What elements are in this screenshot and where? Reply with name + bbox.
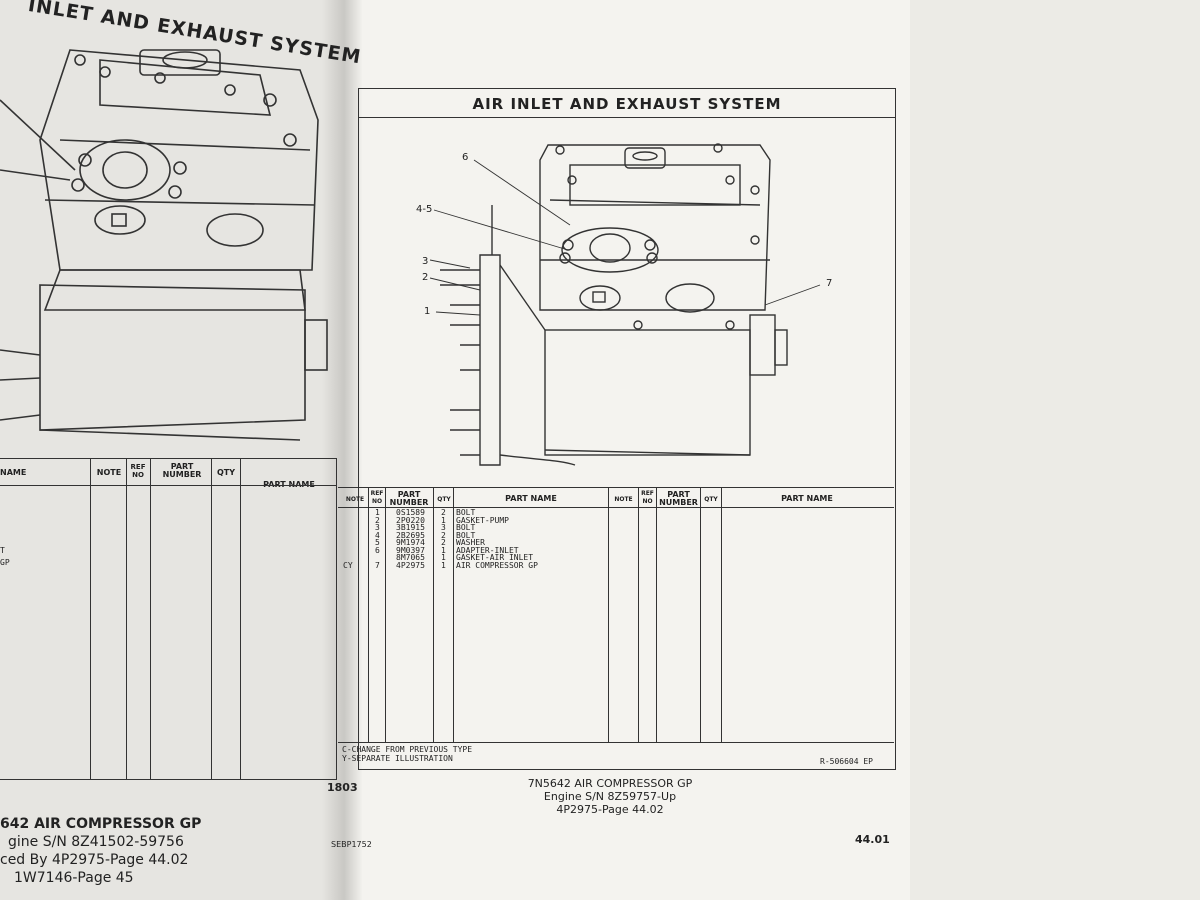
air-compressor-illustration [429, 143, 821, 466]
right-footer: 7N5642 AIR COMPRESSOR GP Engine S/N 8Z59… [470, 777, 750, 816]
col-ref-1: REF NO [370, 490, 384, 505]
left-col-qty: QTY [216, 468, 236, 477]
doc-id: SEBP1752 [331, 840, 372, 849]
table-row: 8M7065 1 GASKET-AIR INLET [396, 553, 534, 562]
left-col-ref: REF NO [130, 463, 146, 479]
callout-2: 2 [422, 272, 429, 283]
table-row: 5 9M1974 2 WASHER [375, 538, 485, 547]
col-part-name-2: PART NAME [781, 494, 833, 503]
left-footer-line2: gine S/N 8Z41502-59756 [8, 834, 184, 850]
left-footer-line1: 642 AIR COMPRESSOR GP [0, 816, 202, 832]
col-qty-1: QTY [437, 496, 451, 503]
left-col-part-number: PART NUMBER [162, 462, 202, 479]
table-row: 2 2P0220 1 GASKET-PUMP [375, 515, 509, 525]
left-parts-table: NAME NOTE REF NO PART NUMBER QTY PART NA… [0, 458, 337, 780]
table-row: CY 7 4P2975 1 AIR COMPRESSOR GP [343, 560, 538, 570]
legend-separate: Y-SEPARATE ILLUSTRATION [342, 754, 453, 763]
legend-change: C-CHANGE FROM PREVIOUS TYPE [342, 745, 473, 754]
callout-3: 3 [422, 256, 429, 267]
col-note-2: NOTE [614, 496, 633, 503]
right-footer-line2: Engine S/N 8Z59757-Up [543, 790, 677, 803]
left-footer: 642 AIR COMPRESSOR GP gine S/N 8Z41502-5… [0, 815, 330, 887]
left-col-part-name: PART NAME [263, 480, 315, 489]
table-row: 4 2B2695 2 BOLT [375, 530, 476, 540]
left-fragment-2: GP [0, 558, 10, 567]
ref-code: R-506604 EP [820, 757, 873, 766]
col-part-name-1: PART NAME [505, 494, 557, 503]
callout-1: 1 [424, 306, 431, 317]
right-page [338, 0, 910, 900]
right-footer-line1: 7N5642 AIR COMPRESSOR GP [527, 777, 693, 790]
callout-4-5: 4-5 [416, 204, 433, 215]
col-part-number-2: PART NUMBER [659, 490, 698, 507]
right-page-title: AIR INLET AND EXHAUST SYSTEM [472, 95, 782, 113]
left-col-note: NOTE [96, 468, 122, 477]
col-note-1: NOTE [345, 496, 365, 503]
left-compressor-illustration [0, 49, 328, 441]
right-parts-table: NOTE REF NO PART NUMBER QTY PART NAME NO… [338, 487, 894, 742]
col-qty-2: QTY [704, 496, 718, 503]
left-footer-line3: ced By 4P2975-Page 44.02 [0, 852, 189, 868]
page-number: 44.01 [855, 833, 890, 846]
left-col-name: NAME [0, 468, 27, 477]
callout-7: 7 [826, 278, 833, 289]
table-row: 1 0S1589 2 BOLT [375, 508, 476, 517]
table-row: 6 9M0397 1 ADAPTER-INLET [375, 545, 519, 555]
col-ref-2: REF NO [641, 490, 654, 505]
left-footer-line4: 1W7146-Page 45 [14, 870, 134, 886]
right-footer-line3: 4P2975-Page 44.02 [556, 803, 664, 816]
page-code: 1803 [327, 781, 358, 794]
table-rows: 1 0S1589 2 BOLT 2 2P0220 1 GASKET-PUMP 3… [338, 509, 608, 569]
left-fragment-1: T [0, 546, 5, 555]
table-row: 3 3B1915 3 BOLT [375, 523, 476, 532]
callout-6: 6 [462, 152, 469, 163]
background-surface [905, 0, 1200, 900]
col-part-number-1: PART NUMBER [389, 490, 429, 507]
right-page-frame: AIR INLET AND EXHAUST SYSTEM [358, 88, 896, 770]
book-gutter [322, 0, 362, 900]
